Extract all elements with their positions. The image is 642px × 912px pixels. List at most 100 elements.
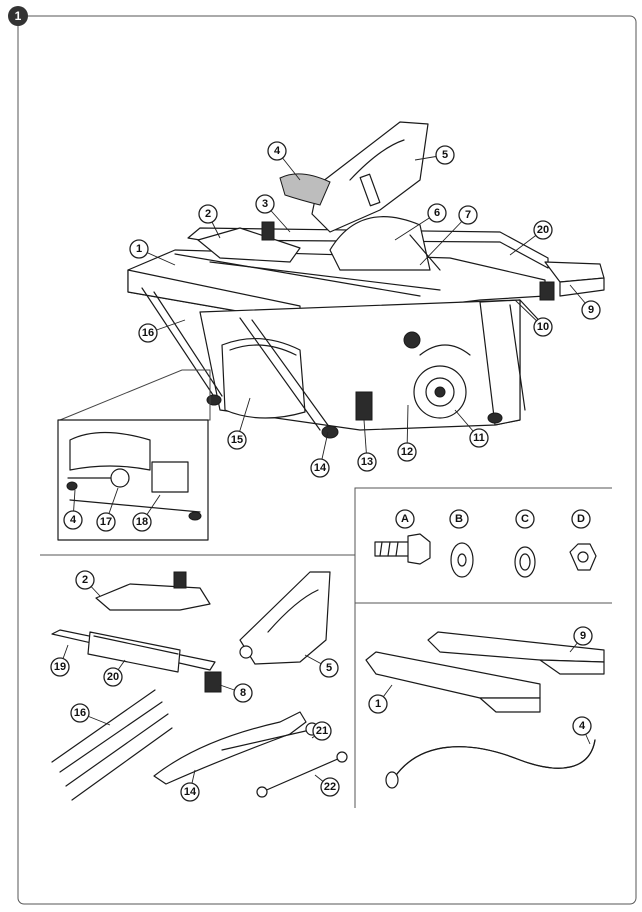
callout-text: 4 [274, 145, 281, 157]
part-rip-fence [87, 631, 181, 673]
callout-parts_left-14: 14 [180, 769, 200, 802]
callout-circle [103, 667, 123, 687]
callout-text: 14 [184, 786, 197, 798]
callout-circle [312, 721, 332, 741]
callout-text: 3 [262, 198, 268, 210]
figure-number-badge: 1 [8, 6, 28, 26]
callout-circle [129, 239, 149, 259]
callout-circle [533, 220, 553, 240]
callout-circle [397, 442, 417, 462]
spring-washer-c [514, 546, 536, 578]
callout-parts_left-16: 16 [70, 703, 111, 726]
callout-main-11: 11 [454, 409, 489, 448]
callout-parts_left-21: 21 [311, 721, 332, 741]
callout-text: 13 [361, 456, 373, 468]
callout-main-16: 16 [138, 319, 186, 343]
divider-right-box [354, 487, 612, 808]
callout-text: 18 [136, 516, 148, 528]
callout-parts_right-1: 1 [368, 684, 393, 714]
callout-main-3: 3 [255, 194, 291, 233]
callout-text: 6 [434, 207, 440, 219]
callout-parts_left-2: 2 [75, 570, 101, 597]
part-fence-clamp [204, 671, 222, 693]
support-strut-front [239, 317, 321, 431]
callout-text: 7 [465, 209, 471, 221]
callout-circle [435, 145, 455, 165]
callout-inset-18: 18 [132, 494, 161, 532]
callout-main-5: 5 [414, 145, 455, 165]
callout-circle [96, 512, 116, 532]
callout-parts_left-8: 8 [219, 683, 253, 703]
callout-circle [255, 194, 275, 214]
callout-circle [227, 430, 247, 450]
callout-text: 1 [375, 698, 381, 710]
callout-text: 21 [316, 725, 328, 737]
callout-text: 10 [537, 321, 549, 333]
callout-hardware-C: C [515, 509, 535, 529]
callout-text: 2 [82, 574, 88, 586]
part-support-struts [51, 689, 173, 801]
table-saw-illustration [127, 121, 605, 439]
part-dust-hose [393, 739, 596, 779]
callout-text: 9 [588, 304, 594, 316]
callout-main-6: 6 [394, 203, 447, 241]
callout-circle [267, 141, 287, 161]
callout-main-14: 14 [310, 431, 330, 478]
callout-parts_left-22: 22 [314, 774, 340, 797]
leader-line [419, 214, 469, 266]
callout-text: D [577, 513, 585, 525]
callout-text: B [455, 513, 463, 525]
callout-text: 8 [240, 687, 246, 699]
callout-text: 19 [54, 661, 66, 673]
callout-text: 4 [579, 720, 586, 732]
callout-text: 17 [100, 516, 112, 528]
callout-text: 20 [537, 224, 549, 236]
callout-circle [180, 782, 200, 802]
callout-circle [368, 694, 388, 714]
bolt-a [374, 533, 431, 565]
callout-text: 16 [142, 327, 154, 339]
callout-parts_right-9: 9 [569, 626, 593, 653]
callout-circle [357, 452, 377, 472]
callout-circle [233, 683, 253, 703]
callout-circle [319, 658, 339, 678]
callout-circle [571, 509, 591, 529]
callout-main-12: 12 [397, 404, 417, 462]
callout-text: 2 [205, 208, 211, 220]
callout-parts_left-5: 5 [304, 654, 339, 678]
dust-hose-stub [279, 173, 331, 206]
loose-parts-right [365, 631, 605, 789]
callout-main-9: 9 [569, 284, 601, 320]
callout-main-2: 2 [198, 204, 221, 239]
mitre-gauge [197, 227, 301, 263]
support-strut-left [141, 287, 216, 399]
callout-text: 12 [401, 446, 413, 458]
callout-circle [458, 205, 478, 225]
callout-circle [581, 300, 601, 320]
callout-text: 20 [107, 671, 119, 683]
callout-circle [395, 509, 415, 529]
callout-text: 11 [473, 432, 485, 444]
callout-circle [449, 509, 469, 529]
callout-circle [310, 458, 330, 478]
callout-text: 4 [70, 514, 77, 526]
callout-text: 5 [326, 662, 332, 674]
callout-text: C [521, 513, 529, 525]
callout-text: 22 [324, 781, 336, 793]
callout-circle [132, 512, 152, 532]
callout-circle [50, 657, 70, 677]
callout-circle [427, 203, 447, 223]
callout-hardware-A: A [395, 509, 415, 529]
callout-circle [198, 204, 218, 224]
callout-main-1: 1 [129, 239, 176, 266]
figure-number: 1 [15, 9, 22, 23]
callout-text: A [401, 513, 409, 525]
outer-frame [17, 15, 637, 905]
callout-circle [573, 626, 593, 646]
motor-housing [221, 338, 306, 419]
part-blade-guard [239, 571, 331, 665]
callout-text: 16 [74, 707, 86, 719]
callout-circle [138, 323, 158, 343]
